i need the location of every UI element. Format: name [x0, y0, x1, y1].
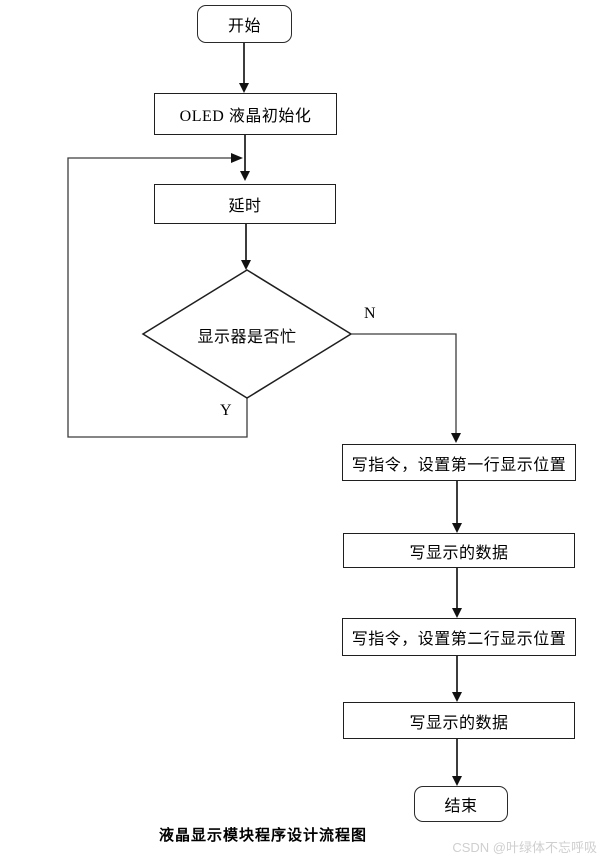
connector-no-branch: [351, 333, 461, 443]
node-cmd-row1-label: 写指令，设置第一行显示位置: [351, 456, 567, 474]
node-end: 结束: [414, 786, 508, 822]
node-write-data1: 写显示的数据: [343, 533, 575, 568]
node-cmd-row1: 写指令，设置第一行显示位置: [342, 444, 576, 481]
figure-caption: 液晶显示模块程序设计流程图: [159, 827, 368, 844]
node-delay-label: 延时: [228, 198, 262, 215]
node-start-label: 开始: [227, 18, 261, 35]
connector-start-to-init: [239, 43, 249, 93]
node-oled-init-label: OLED 液晶初始化: [179, 108, 312, 125]
connector-data1-to-cmd2: [452, 568, 462, 618]
node-delay: 延时: [154, 184, 336, 224]
connector-cmd1-to-data1: [452, 481, 462, 533]
connector-delay-to-decision: [241, 224, 251, 270]
branch-label-yes: Y: [220, 402, 232, 419]
connector-data2-to-end: [452, 739, 462, 786]
node-write-data1-label: 写显示的数据: [409, 544, 509, 562]
connector-cmd2-to-data2: [452, 656, 462, 702]
decision-diamond-shape: [141, 269, 353, 399]
node-busy-check-label: 显示器是否忙: [197, 329, 297, 346]
node-start: 开始: [197, 5, 292, 43]
node-end-label: 结束: [444, 798, 478, 815]
branch-label-no: N: [364, 305, 376, 322]
node-oled-init: OLED 液晶初始化: [154, 93, 337, 135]
node-cmd-row2-label: 写指令，设置第二行显示位置: [351, 631, 567, 648]
csdn-watermark: CSDN @叶绿体不忘呼吸: [452, 840, 597, 855]
node-cmd-row2: 写指令，设置第二行显示位置: [342, 618, 576, 656]
connector-yes-loop: [67, 153, 248, 438]
node-write-data2: 写显示的数据: [343, 702, 575, 739]
connector-init-to-delay: [240, 135, 250, 181]
node-write-data2-label: 写显示的数据: [409, 714, 509, 732]
